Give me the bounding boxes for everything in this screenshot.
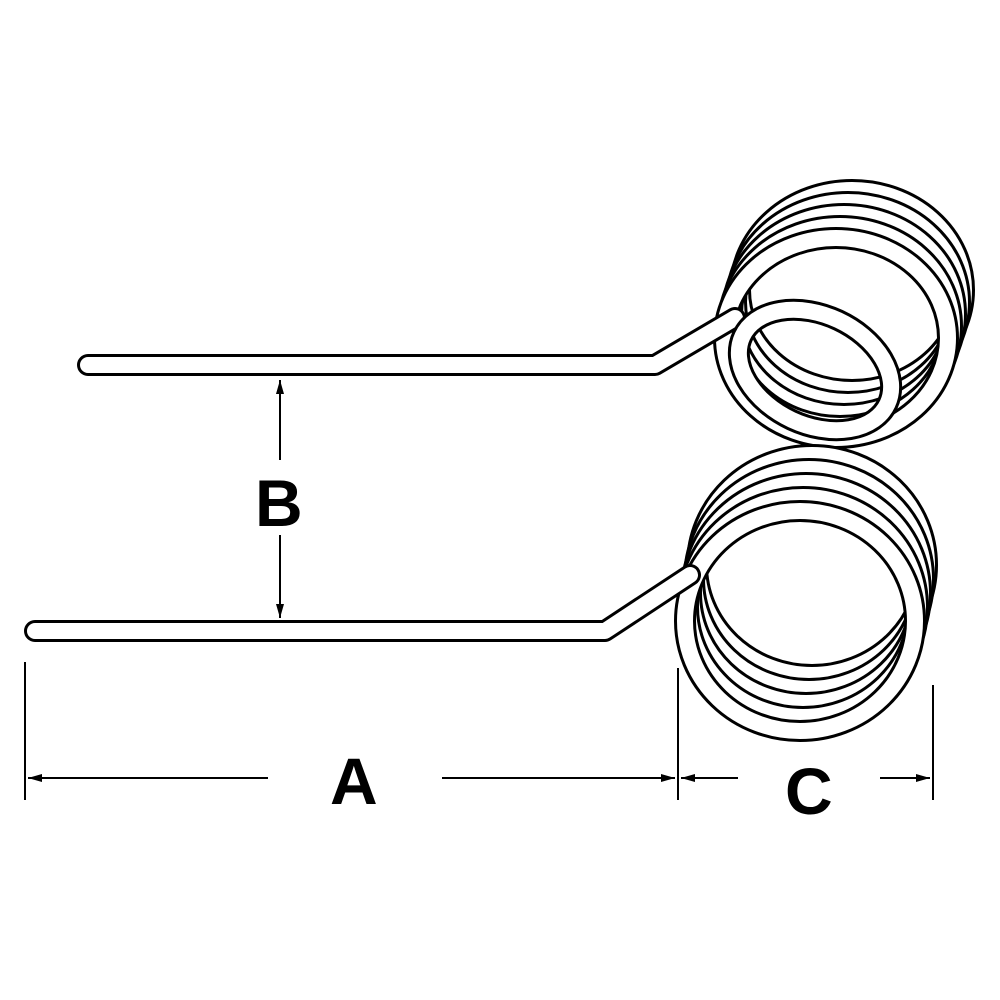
upper-tine: [77, 307, 746, 376]
lower-tine: [24, 564, 701, 642]
dimension-label-b: B: [255, 466, 303, 540]
coil-turn: [677, 503, 923, 739]
dimension-label-c: C: [785, 754, 833, 828]
dimension-lines: [24, 380, 934, 800]
dimension-label-a: A: [330, 744, 378, 818]
upper-coil-front-loop: [727, 298, 903, 442]
lower-coil: [674, 444, 938, 742]
